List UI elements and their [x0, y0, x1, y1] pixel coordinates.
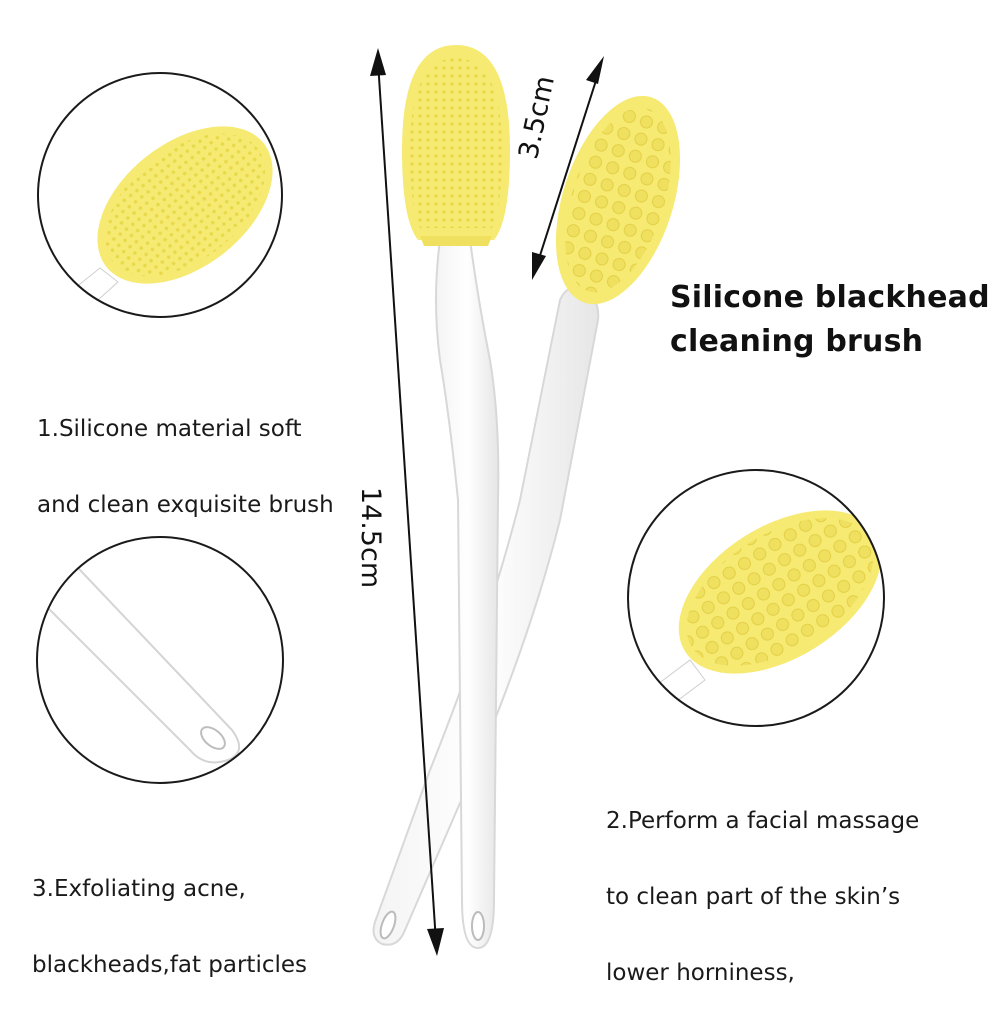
- brush-fine-bristles: [402, 45, 510, 950]
- length-dimension-arrow: [370, 48, 444, 956]
- product-illustration: [36, 45, 885, 956]
- feature-2-line-1: 2.Perform a facial massage: [606, 808, 920, 834]
- feature-1-line-1: 1.Silicone material soft: [37, 416, 302, 442]
- brush-massage: [372, 95, 681, 946]
- title-line-1: Silicone blackhead: [670, 280, 990, 315]
- feature-2-caption: 2.Perform a facial massage to clean part…: [606, 764, 966, 1030]
- feature-1-caption: 1.Silicone material soft and clean exqui…: [37, 372, 397, 562]
- feature-3-caption: 3.Exfoliating acne, blackheads,fat parti…: [32, 832, 362, 1022]
- zoom-circle-handle-end: [36, 536, 284, 784]
- feature-3-line-2: blackheads,fat particles: [32, 952, 308, 978]
- feature-3-line-1: 3.Exfoliating acne,: [32, 876, 246, 902]
- feature-2-line-2: to clean part of the skin’s: [606, 884, 901, 910]
- product-title: Silicone blackhead cleaning brush: [670, 276, 990, 364]
- zoom-circle-massage-head: [627, 469, 885, 727]
- title-line-2: cleaning brush: [670, 324, 924, 359]
- zoom-circle-fine-bristles: [37, 72, 283, 318]
- width-dimension-arrow: [532, 56, 604, 280]
- feature-2-line-3: lower horniness,: [606, 960, 795, 986]
- feature-1-line-2: and clean exquisite brush: [37, 492, 334, 518]
